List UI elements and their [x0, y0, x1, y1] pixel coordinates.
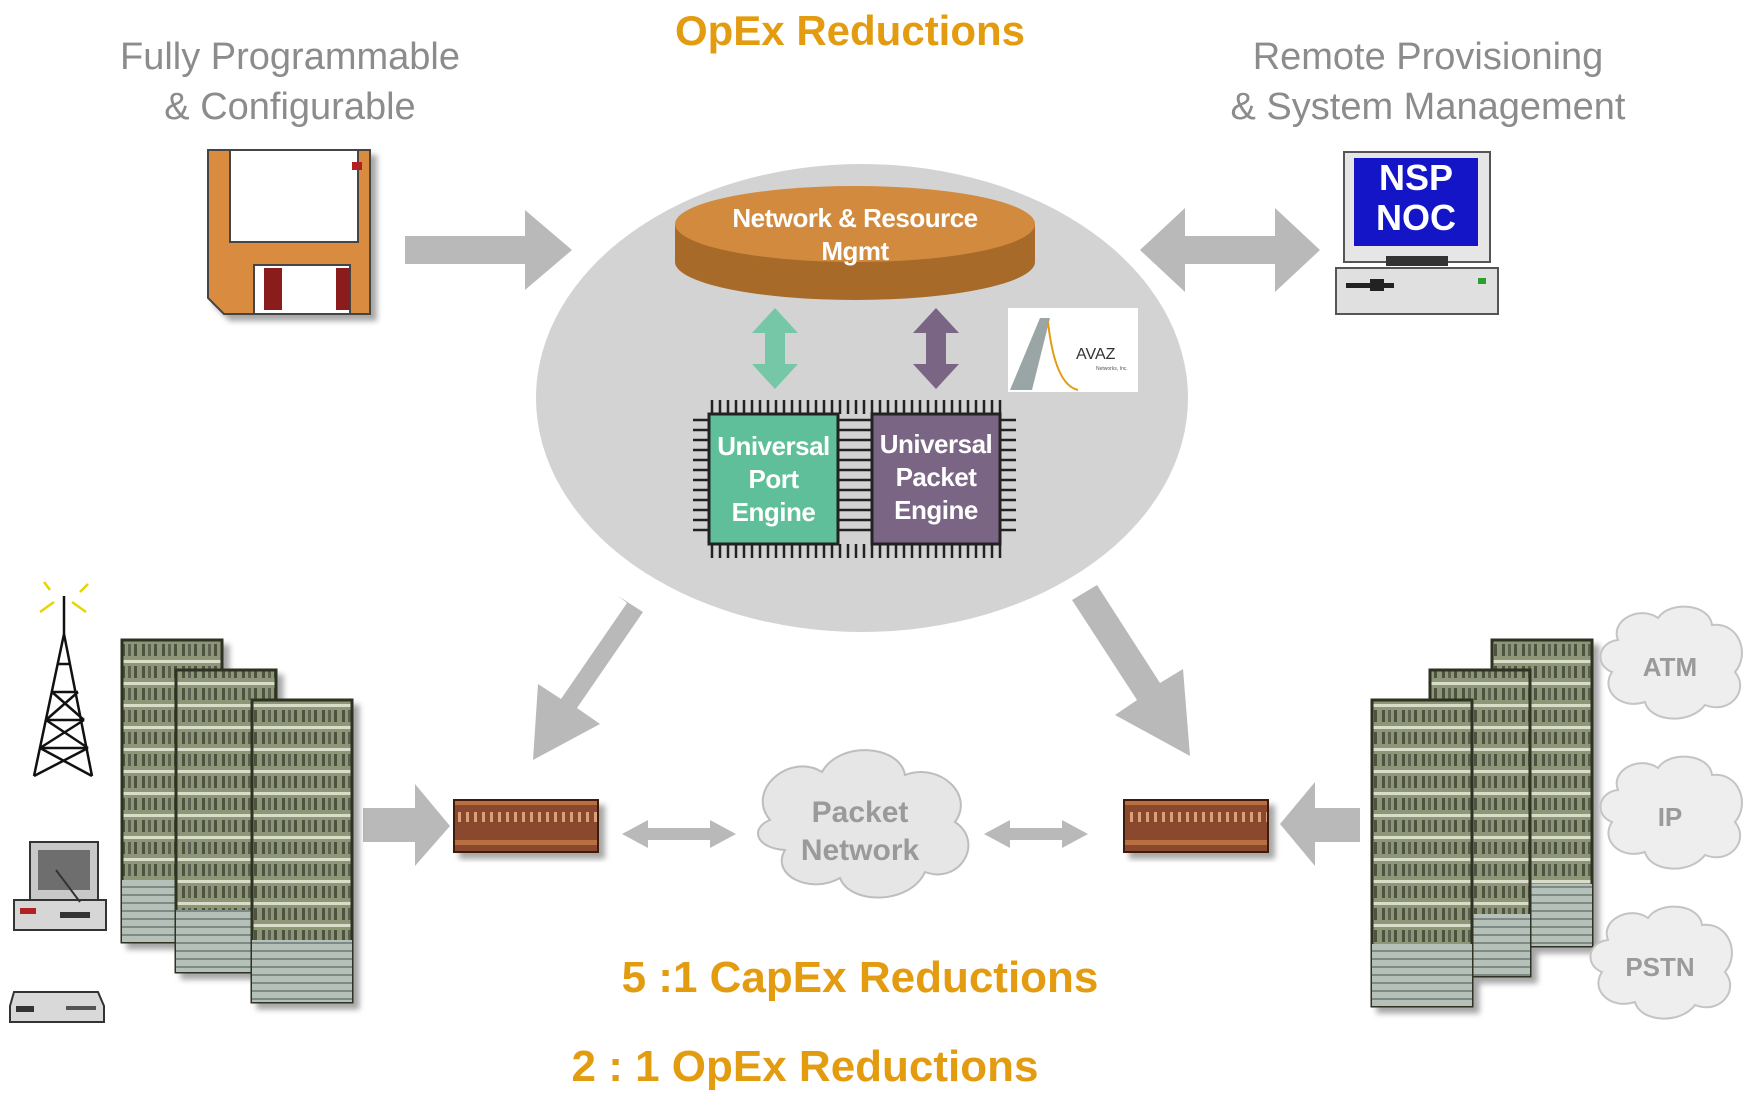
arrow-system-to-left-switch — [533, 596, 643, 760]
noc-line1: NSP — [1378, 157, 1454, 198]
avaz-logo-text: AVAZ — [1076, 346, 1116, 363]
noc-screen-text: NSP NOC — [1354, 158, 1478, 238]
network-switch-icon — [1123, 799, 1269, 853]
mgmt-label-line2: Mgmt — [821, 236, 889, 266]
computer-monitor-icon — [1335, 151, 1499, 315]
green-double-arrow — [752, 308, 798, 389]
cloud-label-atm: ATM — [1642, 652, 1698, 682]
packet-network-line1: Packet — [811, 796, 909, 829]
opex-title: OpEx Reductions — [674, 7, 1026, 54]
cloud-label-pstn: PSTN — [1625, 952, 1695, 982]
arrow-left-racks-to-switch — [363, 784, 450, 866]
mgmt-label: Network & Resource Mgmt — [680, 202, 1030, 268]
packet-engine-chip — [870, 412, 1002, 546]
capex-reduction-label: 5 :1 CapEx Reductions — [621, 953, 1099, 1002]
right-equipment-racks — [1370, 638, 1594, 1008]
desktop-pc-icon — [13, 841, 107, 931]
port-engine-line3: Engine — [731, 497, 816, 527]
arrow-left-switch-cloud — [622, 820, 736, 848]
packet-engine-line2: Packet — [895, 462, 977, 492]
purple-double-arrow — [913, 308, 959, 389]
arrow-system-noc — [1140, 208, 1320, 292]
port-engine-line2: Port — [748, 464, 800, 494]
opex-reduction-label: 2 : 1 OpEx Reductions — [571, 1042, 1039, 1091]
packet-engine-line1: Universal — [879, 429, 993, 459]
right-caption-line2: & System Management — [1230, 86, 1626, 128]
chip-pins — [693, 400, 1016, 558]
radio-tower-icon — [32, 581, 94, 778]
packet-engine-line3: Engine — [894, 495, 978, 525]
port-engine-line1: Universal — [717, 431, 830, 461]
packet-engine-label: Universal Packet Engine — [872, 428, 1000, 527]
port-engine-label: Universal Port Engine — [709, 430, 838, 529]
packet-network-line2: Network — [800, 834, 920, 867]
avaz-logo-subtext: Networks, Inc. — [1096, 366, 1128, 372]
arrow-system-to-right-switch — [1072, 585, 1190, 756]
cloud-label-ip: IP — [1657, 802, 1683, 832]
arrow-right-racks-to-switch — [1280, 782, 1360, 866]
packet-network-cloud — [757, 749, 970, 899]
system-ellipse — [536, 164, 1188, 632]
left-equipment-racks — [120, 638, 354, 1004]
arrow-disk-to-system — [405, 210, 572, 290]
arrow-right-switch-cloud — [984, 820, 1088, 848]
modem-icon — [9, 991, 105, 1023]
left-caption-line2: & Configurable — [164, 86, 416, 128]
right-caption-line1: Remote Provisioning — [1252, 36, 1604, 78]
mgmt-disk — [675, 186, 1035, 300]
avaz-logo — [1008, 308, 1138, 392]
left-caption: Fully Programmable & Configurable — [70, 32, 510, 132]
left-caption-line1: Fully Programmable — [120, 36, 460, 78]
mgmt-label-line1: Network & Resource — [732, 203, 978, 233]
port-engine-chip — [707, 412, 840, 546]
floppy-disk-icon — [207, 149, 371, 315]
cloud-icon — [1589, 605, 1743, 1020]
noc-line2: NOC — [1376, 197, 1456, 238]
right-caption: Remote Provisioning & System Management — [1188, 32, 1668, 132]
packet-network-label: Packet Network — [780, 794, 940, 870]
network-switch-icon — [453, 799, 599, 853]
